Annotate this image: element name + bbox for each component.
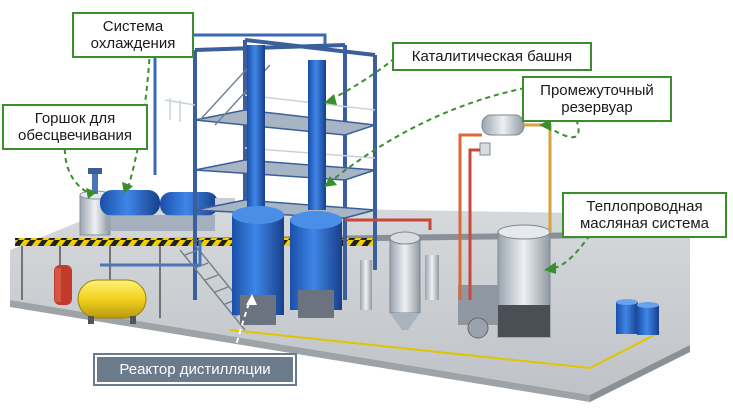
leader-arrowheads	[86, 94, 556, 274]
label-decolor-line-2: обесцвечивания	[18, 127, 132, 144]
ground-edge-right	[590, 345, 690, 402]
reactor-leader	[231, 299, 251, 361]
label-intermediate-tank: Промежуточный резервуар	[522, 76, 672, 122]
label-intermediate-line-1: Промежуточный	[540, 82, 654, 99]
intermediate-tank	[479, 114, 525, 156]
label-heat-oil-line-2: масляная система	[579, 215, 710, 232]
label-intermediate-line-2: резервуар	[561, 99, 633, 116]
gas-separator	[360, 231, 439, 330]
yellow-oil-tank	[77, 279, 147, 324]
label-reactor-text: Реактор дистилляции	[119, 361, 271, 378]
label-catalytic-text: Каталитическая башня	[411, 48, 573, 65]
label-cooling-line-1: Система	[102, 18, 164, 35]
overhead-pipe	[153, 33, 327, 175]
distillation-reactors	[232, 206, 342, 325]
label-decolor-line-1: Горшок для	[34, 110, 116, 127]
label-decolor-pot: Горшок для обесцвечивания	[2, 104, 148, 150]
label-cooling-system: Система охлаждения	[72, 12, 194, 58]
heat-oil-furnace	[458, 224, 551, 339]
oil-pipes	[100, 123, 552, 300]
ground-edge	[10, 300, 590, 402]
red-buffer-tank	[54, 265, 72, 305]
label-heat-oil-system: Теплопроводная масляная система	[562, 192, 727, 238]
floor-marking	[229, 329, 661, 370]
reactor-arrowhead	[246, 294, 257, 305]
label-catalytic-tower: Каталитическая башня	[392, 42, 592, 71]
label-cooling-line-2: охлаждения	[90, 35, 176, 52]
oil-drums	[616, 299, 659, 335]
label-heat-oil-line-1: Теплопроводная	[586, 198, 703, 215]
catalytic-columns	[247, 45, 326, 220]
label-distillation-reactor: Реактор дистилляции	[95, 355, 295, 384]
